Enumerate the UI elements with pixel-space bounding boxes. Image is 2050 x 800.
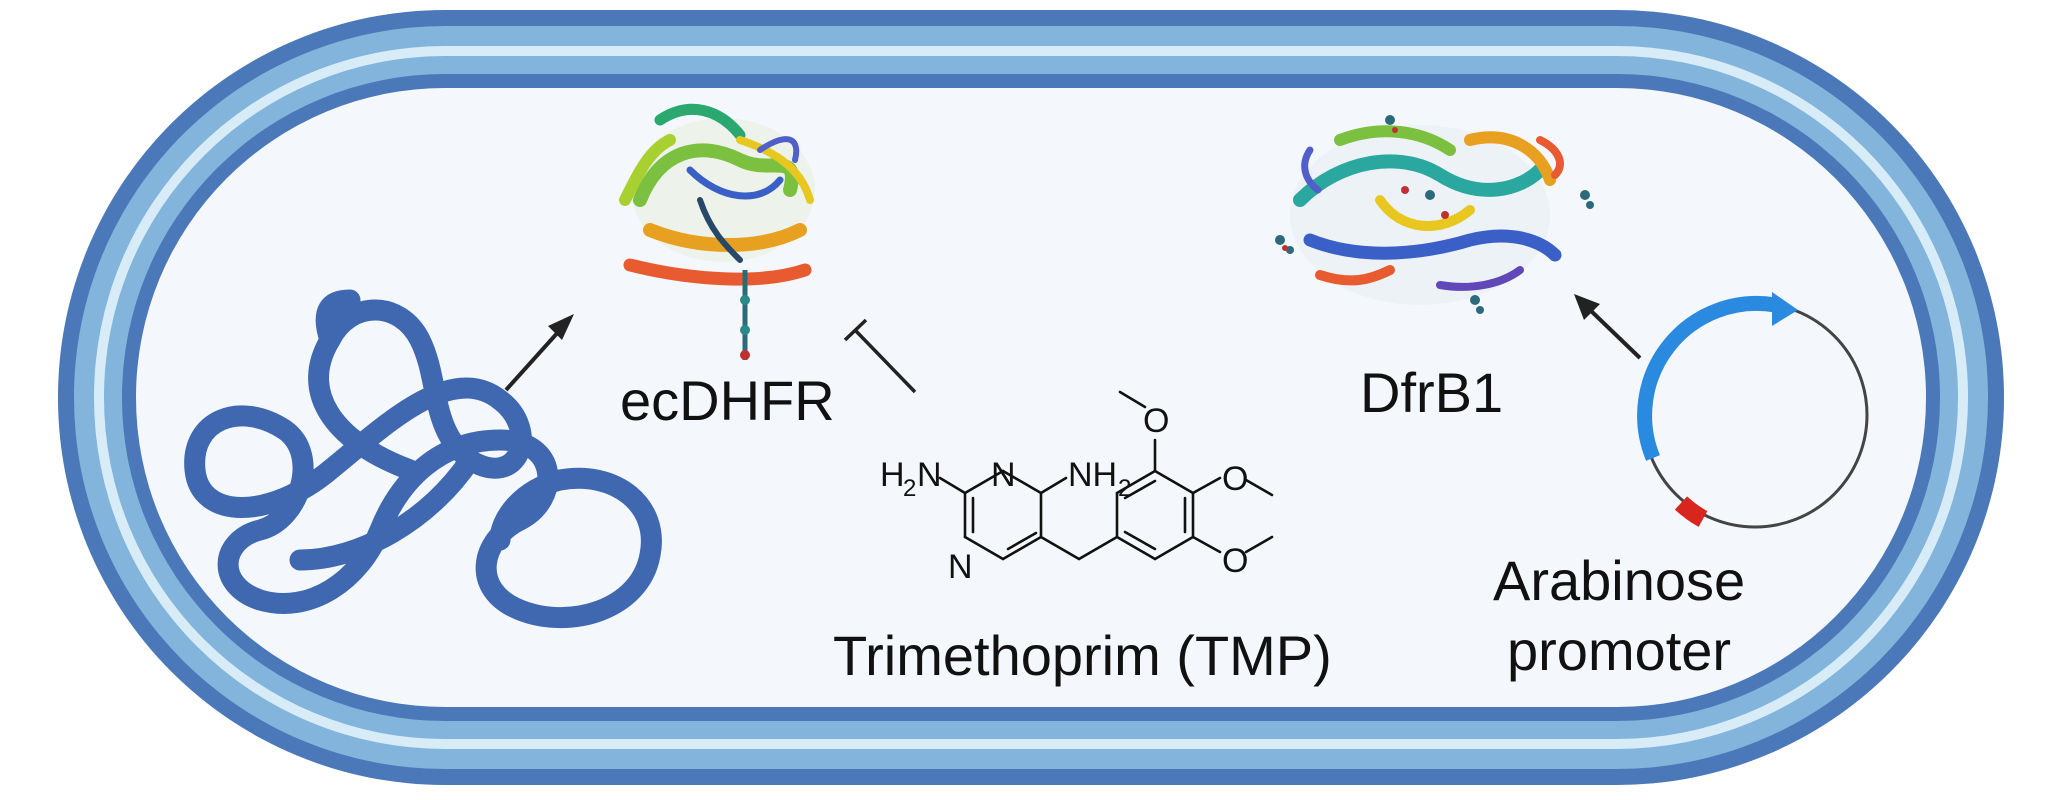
ecdhfr-protein xyxy=(619,103,815,360)
label-dfrb1: DfrB1 xyxy=(1360,361,1503,424)
label-ecdhfr: ecDHFR xyxy=(620,369,835,432)
atom-ring-n-bottom: N xyxy=(948,548,973,586)
trimethoprim-structure xyxy=(938,390,1274,561)
inhibition-line-tmp xyxy=(843,318,917,394)
label-trimethoprim: Trimethoprim (TMP) xyxy=(833,624,1332,687)
atom-ring-n-top: N xyxy=(991,456,1016,494)
atom-o-top: O xyxy=(1143,402,1169,440)
dfrb1-protein xyxy=(1275,115,1594,314)
atom-o-bottom: O xyxy=(1222,542,1248,580)
cell-envelope xyxy=(58,10,2004,785)
atom-nh2-sub: 2 xyxy=(1118,475,1131,502)
expression-arrow-dfrb1 xyxy=(1574,294,1642,360)
gene-arrow-head xyxy=(1772,292,1798,326)
arabinose-promoter-block xyxy=(1674,496,1708,527)
cytoplasm xyxy=(136,88,1926,707)
trimethoprim-atoms: H 2 N N N NH 2 O O O xyxy=(880,402,1248,586)
atom-nh2-nh: NH xyxy=(1068,456,1117,494)
gene-arrow xyxy=(1637,295,1777,461)
expression-arrow-ecdhfr xyxy=(504,314,574,392)
atom-o-mid: O xyxy=(1222,460,1248,498)
label-promoter: promoter xyxy=(1507,619,1731,682)
atom-h2n-h: H xyxy=(880,456,905,494)
label-arabinose: Arabinose xyxy=(1493,549,1745,612)
chromosome-dna xyxy=(184,289,662,628)
atom-h2n-sub: 2 xyxy=(903,475,916,502)
plasmid xyxy=(1637,292,1869,529)
atom-h2n-n: N xyxy=(917,456,942,494)
